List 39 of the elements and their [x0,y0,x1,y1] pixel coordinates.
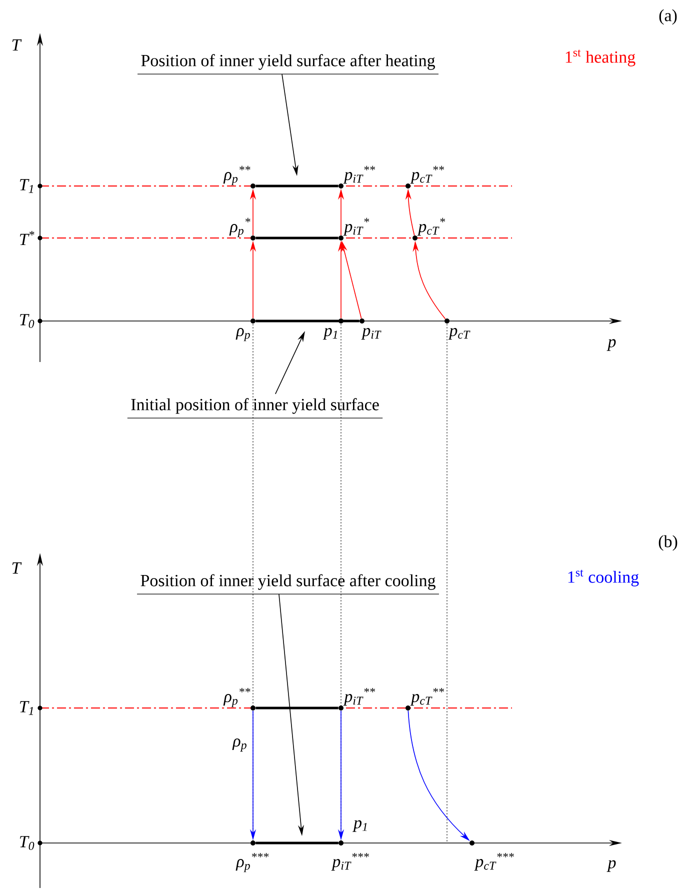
axis-label: T [12,39,22,51]
point-label: ρ$_{p}$ [236,328,250,342]
point-label: p$_{iT}$** [343,166,376,184]
point-label: p$_{cT}$*** [474,852,514,871]
axis-label: T$_{1}$ [20,179,34,193]
point-label: p$_{cT}$** [410,166,444,184]
axis-label: T$_{0}$ [20,836,34,850]
thick-segment [256,842,338,844]
point-label: p$_{iT}$* [343,218,370,236]
point-label: p$_{iT}$ [361,328,382,340]
axis-label: (b) [658,535,678,551]
thick-segment [256,706,338,710]
underlined-caption: Position of inner yield surface after heating [137,54,439,74]
axis-label: T$_{0}$ [20,314,34,328]
axis-label: (a) [659,9,677,25]
axis-label: T$_{1}$ [20,701,34,715]
underlined-caption: Position of inner yield surface after cooling [136,574,440,594]
point-label: p$_{cT}$ [448,328,470,340]
axis-label: T$^{*}$ [20,230,34,246]
axis-label: 1$^{st}$ cooling [568,570,639,586]
point-label: p$_{1}$ [322,328,338,340]
axis-label: p [606,860,616,872]
axis-label: p [606,339,616,351]
thick-segment [256,184,338,188]
edge-label: p$_{1}$ [352,819,370,833]
axis-label: 1$^{st}$ heating [566,50,636,66]
point-label: p$_{cT}$** [410,688,444,706]
edge-label: ρ$_{p}$ [232,737,248,753]
point-label: p$_{iT}$*** [331,852,369,871]
underlined-caption: Initial position of inner yield surface [127,398,383,418]
axis-label: T [12,562,22,574]
point-label: ρ$_{p}$* [229,218,250,238]
thick-segment [256,320,360,322]
point-label: ρ$_{p}$*** [236,852,269,872]
point-label: ρ$_{p}$** [223,166,250,186]
point-label: ρ$_{p}$** [223,688,250,708]
point-label: p$_{iT}$** [343,688,376,706]
thick-segment [256,236,338,240]
point-label: p$_{cT}$* [417,218,446,236]
